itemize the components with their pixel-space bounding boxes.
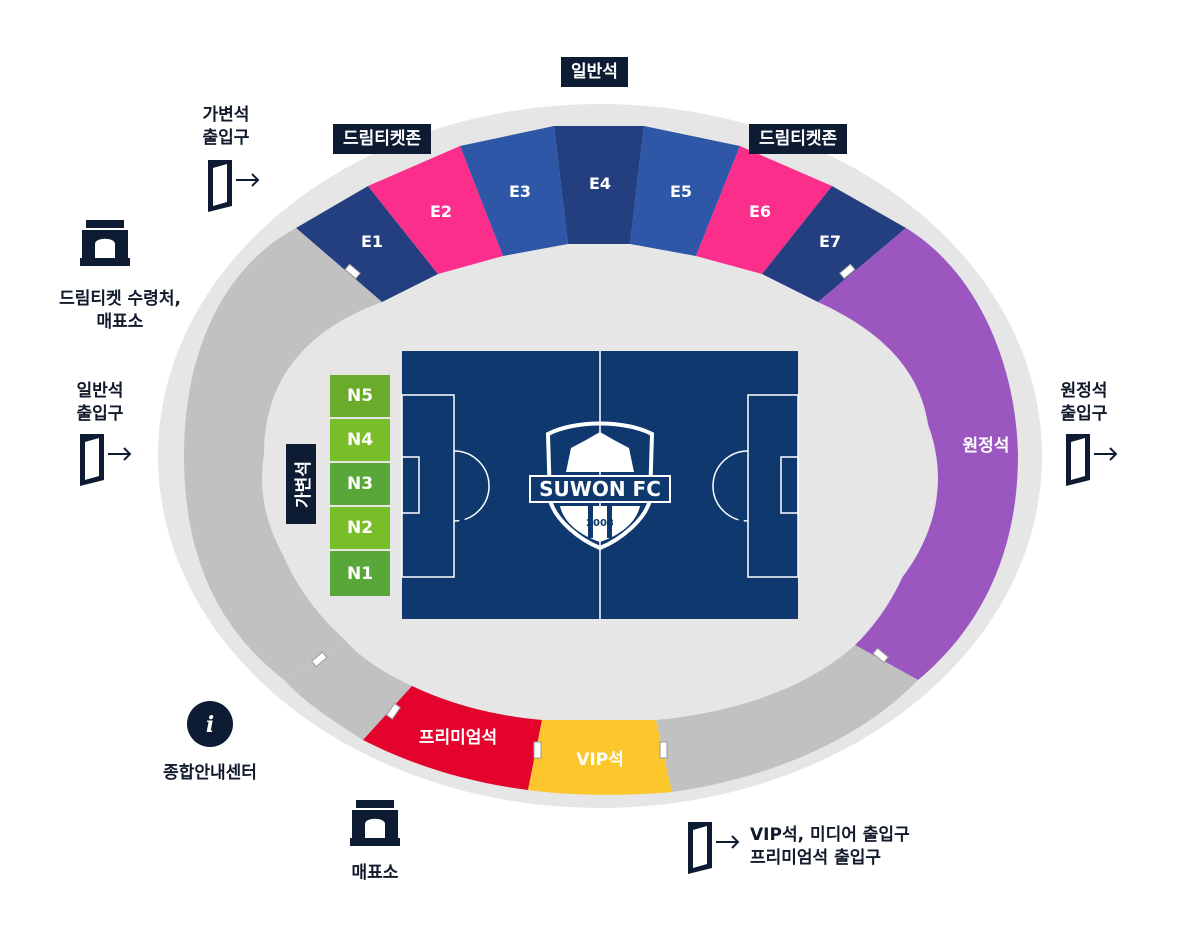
section-label-e6: E6 [748, 202, 772, 221]
section-vip[interactable] [528, 720, 672, 795]
section-label-n1: N1 [346, 564, 374, 584]
section-label-n5: N5 [346, 386, 374, 406]
club-year-text: 2003 [586, 518, 614, 529]
section-label-vip: VIP석 [576, 750, 624, 770]
section-label-away: 원정석 [962, 436, 1010, 456]
door-exit-icon [1066, 434, 1118, 486]
section-e6[interactable] [696, 146, 832, 274]
dream-ticket-pickup-label: 드림티켓 수령처,매표소 [59, 289, 181, 332]
section-premium[interactable] [363, 686, 542, 790]
section-e3[interactable] [460, 126, 568, 256]
section-e7[interactable] [762, 186, 906, 302]
info-icon: i [187, 701, 233, 747]
svg-text:i: i [206, 712, 214, 738]
section-n3[interactable] [330, 463, 390, 505]
info-center-label: 종합안내센터 [163, 763, 257, 783]
section-label-e1: E1 [360, 232, 384, 251]
variable-seat-tag: 가변석 [286, 444, 316, 524]
section-label-e3: E3 [508, 182, 532, 201]
section-e5[interactable] [630, 126, 740, 256]
ticket-booth-icon [350, 800, 400, 846]
ticket-office-label: 매표소 [351, 863, 399, 883]
door-exit-icon [208, 160, 260, 212]
section-label-premium: 프리미엄석 [418, 728, 498, 748]
section-e4[interactable] [554, 126, 644, 244]
door-exit-icon [80, 434, 132, 486]
section-label-e2: E2 [429, 202, 453, 221]
gate-markers [311, 263, 889, 759]
section-label-e5: E5 [669, 182, 693, 201]
club-crest-icon [456, 421, 747, 551]
section-e2[interactable] [368, 146, 503, 274]
section-label-e4: E4 [588, 174, 612, 193]
section-n4[interactable] [330, 419, 390, 461]
ticket-booth-icon [80, 220, 130, 266]
dream-ticket-zone-tag-right: 드림티켓존 [749, 124, 848, 154]
section-e1[interactable] [296, 186, 438, 302]
section-left-gray[interactable] [184, 228, 382, 680]
door-exit-icon [688, 822, 740, 874]
section-label-n3: N3 [346, 474, 374, 494]
section-n5[interactable] [330, 375, 390, 417]
section-right-lower[interactable] [656, 645, 918, 792]
section-n1[interactable] [330, 551, 390, 596]
section-label-e7: E7 [818, 232, 842, 251]
section-label-n4: N4 [346, 430, 374, 450]
section-away[interactable] [818, 228, 1018, 680]
dream-ticket-zone-tag-left: 드림티켓존 [333, 124, 432, 154]
general-seat-tag: 일반석 [561, 57, 628, 87]
section-n2[interactable] [330, 507, 390, 549]
club-name-text: SUWON FC [539, 477, 661, 501]
section-label-n2: N2 [346, 518, 374, 538]
